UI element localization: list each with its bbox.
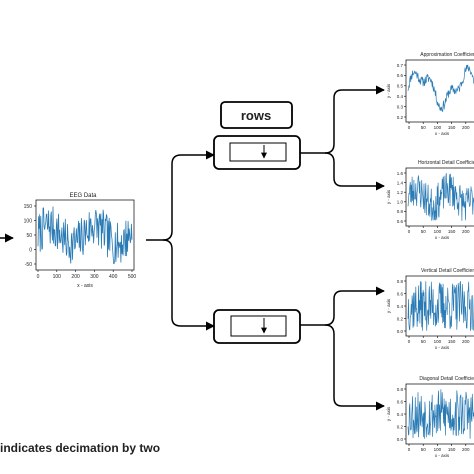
decimation-block-upper — [213, 135, 301, 170]
rows-label-box: rows — [220, 101, 293, 129]
ytick-label: 0.4 — [397, 412, 404, 417]
xtick-label: 100 — [434, 339, 442, 344]
eeg-xtick-label: 0 — [37, 274, 40, 280]
ytick-label: 0.6 — [397, 291, 404, 296]
eeg-title: EEG Data — [69, 193, 97, 199]
output-panel-title: Approximation Coefficients — [420, 52, 474, 58]
output-panel-title: Vertical Detail Coefficients — [421, 268, 474, 274]
ytick-label: 0.8 — [397, 209, 404, 214]
ytick-label: 0.0 — [397, 437, 404, 442]
upper-connector-top — [300, 85, 385, 154]
coefficient-signal-line — [407, 173, 474, 221]
xtick-label: 50 — [421, 229, 427, 234]
output-panel-title: Horizontal Detail Coefficients — [418, 160, 474, 166]
eeg-signal-line — [37, 206, 133, 264]
xtick-label: 50 — [421, 125, 427, 130]
ytick-label: 0.3 — [397, 104, 404, 109]
ylabel: y - axis — [386, 189, 391, 204]
ytick-label: 1.0 — [397, 200, 404, 205]
ytick-label: 0.6 — [397, 219, 404, 224]
eeg-ytick-label: 50 — [26, 233, 32, 239]
ytick-label: 0.4 — [397, 304, 404, 309]
ytick-label: 1.4 — [397, 180, 404, 185]
xtick-label: 200 — [462, 229, 470, 234]
xtick-label: 100 — [434, 229, 442, 234]
coefficient-signal-line — [407, 389, 474, 439]
eeg-ytick-label: 0 — [29, 248, 32, 254]
xtick-label: 100 — [434, 447, 442, 452]
ytick-label: 0.6 — [397, 73, 404, 78]
eeg-ytick-label: 150 — [24, 204, 33, 210]
ytick-label: 1.2 — [397, 190, 404, 195]
eeg-xtick-label: 300 — [90, 274, 99, 280]
output-panel-4: Diagonal Detail Coefficients 0.8 0.6 0.4 0.2… — [386, 376, 474, 458]
ytick-label: 1.6 — [397, 171, 404, 176]
xlabel: x - axis — [435, 345, 450, 350]
ytick-label: 0.0 — [397, 329, 404, 334]
xlabel: x - axis — [435, 131, 450, 136]
eeg-xtick-label: 200 — [71, 274, 80, 280]
xtick-label: 0 — [408, 125, 411, 130]
xtick-label: 150 — [448, 447, 456, 452]
ytick-label: 0.2 — [397, 115, 404, 120]
split-connector-lower — [162, 239, 215, 331]
ytick-label: 0.8 — [397, 387, 404, 392]
eeg-ytick-label: -50 — [25, 262, 32, 268]
coefficient-signal-line — [407, 281, 474, 332]
ytick-label: 0.2 — [397, 316, 404, 321]
eeg-xtick-label: 100 — [53, 274, 62, 280]
ytick-label: 0.2 — [397, 424, 404, 429]
ytick-label: 0.8 — [397, 279, 404, 284]
ytick-label: 0.4 — [397, 94, 404, 99]
xtick-label: 200 — [462, 125, 470, 130]
ytick-label: 0.6 — [397, 399, 404, 404]
ylabel: y - axis — [386, 298, 391, 313]
caption: indicates decimation by two — [0, 441, 160, 455]
xtick-label: 0 — [408, 339, 411, 344]
output-plot-frame — [405, 59, 474, 123]
ytick-label: 0.5 — [397, 84, 404, 89]
eeg-xtick-label: 500 — [128, 274, 137, 280]
output-panel-3: Vertical Detail Coefficients 0.8 0.6 0.4 0.2… — [386, 268, 474, 350]
rows-label: rows — [241, 108, 271, 123]
coefficient-signal-line — [407, 64, 474, 112]
ytick-label: 0.7 — [397, 63, 404, 68]
lower-connector-bottom — [324, 324, 385, 411]
xtick-label: 150 — [448, 229, 456, 234]
output-panel-title: Diagonal Detail Coefficients — [419, 376, 474, 382]
xlabel: x - axis — [435, 453, 450, 458]
xtick-label: 0 — [408, 229, 411, 234]
split-connector — [146, 150, 215, 241]
xtick-label: 150 — [448, 339, 456, 344]
xtick-label: 100 — [434, 125, 442, 130]
ylabel: y - axis — [386, 83, 391, 98]
xtick-label: 200 — [462, 339, 470, 344]
eeg-xlabel: x - axis — [77, 283, 93, 289]
ylabel: y - axis — [386, 406, 391, 421]
lower-connector-top — [300, 286, 385, 326]
xtick-label: 50 — [421, 339, 427, 344]
upper-connector-bottom — [324, 152, 385, 191]
eeg-ytick-label: 100 — [24, 219, 33, 225]
xtick-label: 50 — [421, 447, 427, 452]
xtick-label: 0 — [408, 447, 411, 452]
xtick-label: 150 — [448, 125, 456, 130]
output-panel-1: Approximation Coefficients 0.7 0.6 0.5 0.4 0.… — [386, 52, 474, 136]
output-panel-2: Horizontal Detail Coefficients 1.6 1.4 1.2 1… — [386, 160, 474, 240]
xtick-label: 200 — [462, 447, 470, 452]
decimation-block-lower — [213, 309, 301, 344]
xlabel: x - axis — [435, 235, 450, 240]
eeg-xtick-label: 400 — [109, 274, 118, 280]
